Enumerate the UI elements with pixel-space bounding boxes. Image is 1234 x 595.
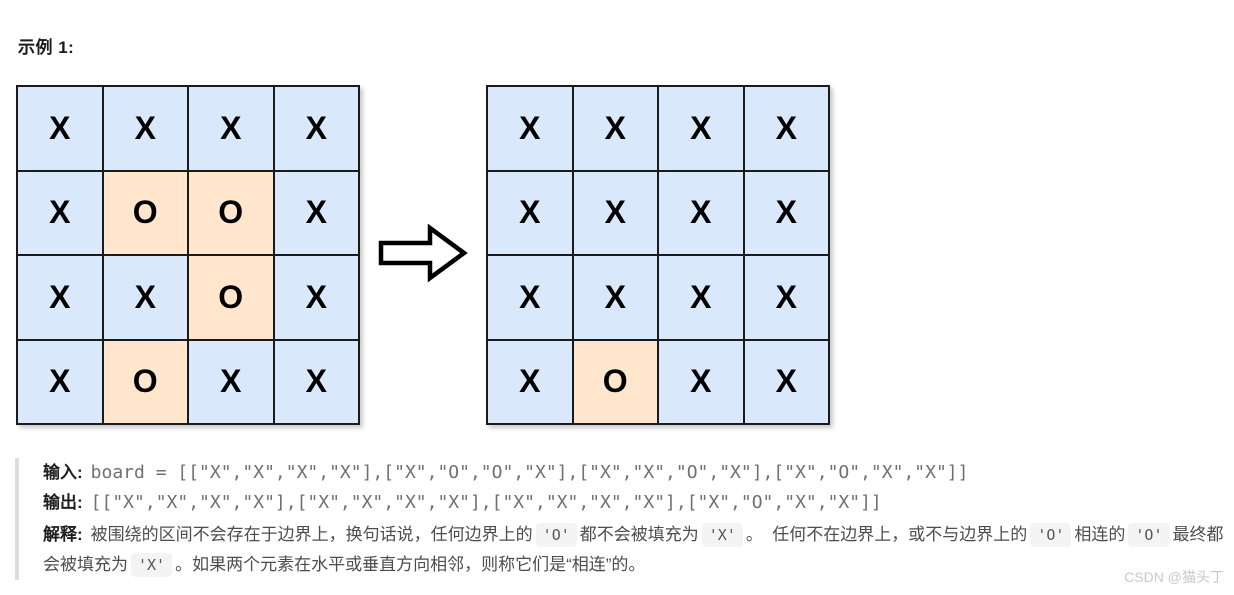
board-cell-x: X — [189, 340, 273, 423]
csdn-watermark: CSDN @猫头丁 — [1124, 569, 1224, 585]
inline-code-chip: 'O' — [1030, 523, 1072, 547]
input-line: 输入: board = [["X","X","X","X"],["X","O","… — [43, 458, 1227, 488]
board-cell-o: O — [573, 340, 657, 423]
board-cell-x: X — [274, 256, 358, 339]
explain-label: 解释: — [43, 525, 83, 544]
explanation: 解释:被围绕的区间不会存在于边界上，换句话说，任何边界上的'O'都不会被填充为'… — [43, 520, 1227, 580]
board-cell-x: X — [744, 340, 828, 423]
board-cell-x: X — [573, 171, 657, 254]
board-cell-x: X — [103, 87, 187, 170]
inline-code-chip: 'O' — [535, 523, 577, 547]
board-cell-x: X — [659, 256, 743, 339]
board-cell-x: X — [189, 87, 273, 170]
example-title: 示例 1: — [18, 38, 75, 57]
board-cell-x: X — [744, 171, 828, 254]
board-cell-o: O — [103, 340, 187, 423]
board-cell-x: X — [488, 340, 572, 423]
transform-right-arrow-icon — [378, 223, 468, 283]
board-cell-x: X — [103, 256, 187, 339]
board-cell-x: X — [488, 87, 572, 170]
board-cell-o: O — [189, 171, 273, 254]
board-cell-x: X — [18, 340, 102, 423]
board-cell-x: X — [18, 256, 102, 339]
output-line: 输出: [["X","X","X","X"],["X","X","X","X"],… — [43, 488, 1227, 518]
inline-code-chip: 'X' — [701, 523, 743, 547]
board-cell-x: X — [274, 171, 358, 254]
board-cell-x: X — [488, 256, 572, 339]
output-value: [["X","X","X","X"],["X","X","X","X"],["X… — [90, 492, 882, 513]
inline-code-chip: 'O' — [1128, 523, 1170, 547]
input-label: 输入: — [43, 463, 83, 482]
output-label: 输出: — [43, 493, 83, 512]
board-cell-x: X — [659, 340, 743, 423]
board-cell-x: X — [744, 87, 828, 170]
board-cell-x: X — [573, 87, 657, 170]
inline-code-chip: 'X' — [131, 553, 173, 577]
board-cell-x: X — [659, 171, 743, 254]
example-block: 输入: board = [["X","X","X","X"],["X","O","… — [15, 458, 1227, 580]
board-cell-x: X — [274, 340, 358, 423]
board-cell-o: O — [189, 256, 273, 339]
explanation-text: 被围绕的区间不会存在于边界上，换句话说，任何边界上的'O'都不会被填充为'X'。… — [43, 523, 1224, 577]
board-cell-x: X — [744, 256, 828, 339]
board-cell-x: X — [18, 171, 102, 254]
board-cell-x: X — [274, 87, 358, 170]
board-cell-o: O — [103, 171, 187, 254]
board-cell-x: X — [488, 171, 572, 254]
board-cell-x: X — [659, 87, 743, 170]
board-cell-x: X — [18, 87, 102, 170]
board-cell-x: X — [573, 256, 657, 339]
input-value: board = [["X","X","X","X"],["X","O","O",… — [90, 462, 969, 483]
